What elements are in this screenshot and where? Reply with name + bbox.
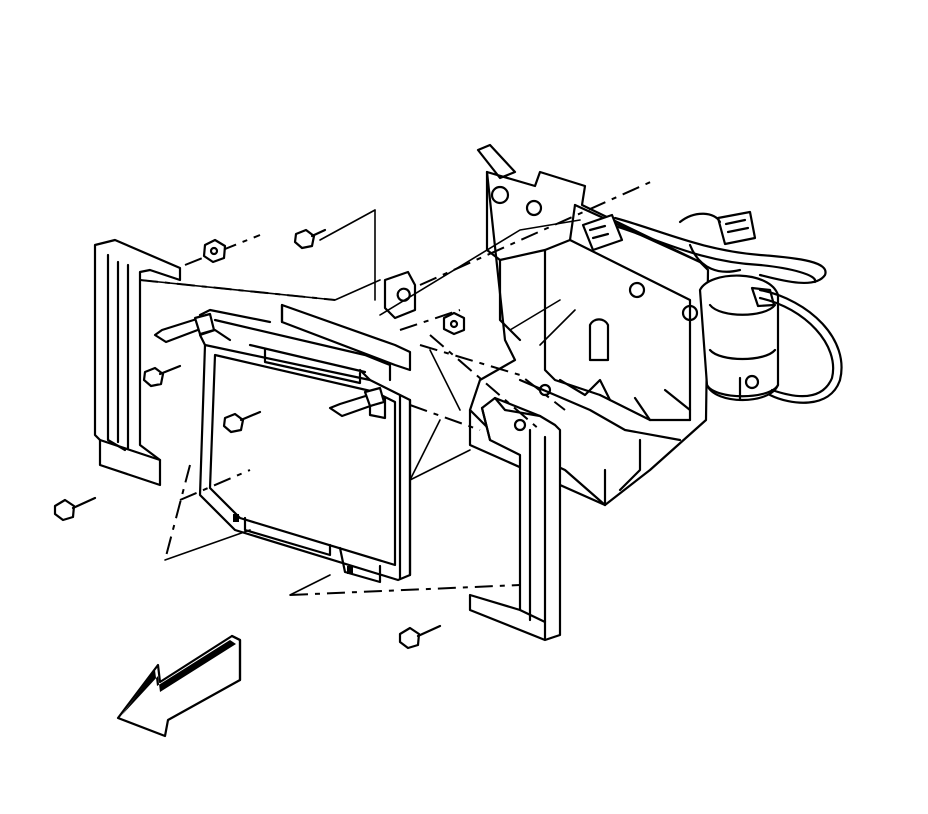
mounting-frame	[468, 143, 710, 507]
stud-left	[153, 312, 216, 344]
alignment-lines	[139, 179, 656, 596]
nut-center-right	[442, 311, 466, 336]
direction-arrow	[116, 634, 242, 738]
fuel-filter-assembly	[698, 274, 780, 402]
top-cross-bracket	[280, 270, 417, 372]
screw-left	[142, 364, 182, 388]
left-bracket	[93, 238, 182, 487]
screw-bottom-left	[53, 496, 97, 522]
wiring-harness	[581, 210, 843, 404]
right-bracket	[468, 396, 562, 642]
fasteners	[53, 228, 466, 650]
screw-center	[222, 410, 262, 434]
nut-top-left	[202, 238, 227, 264]
screw-top	[293, 228, 327, 250]
stud-center	[328, 386, 386, 418]
screw-bottom-right	[398, 624, 442, 650]
